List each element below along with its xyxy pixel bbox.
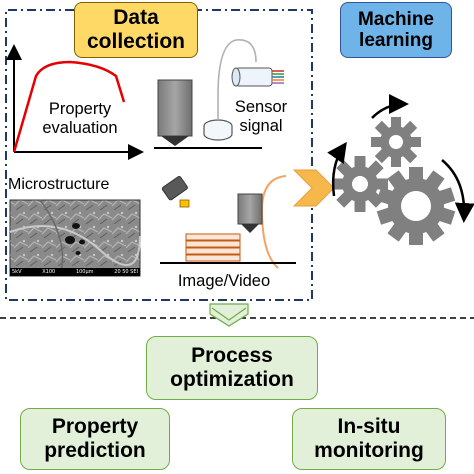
- data-collection-title: Data collection: [74, 2, 198, 58]
- sensor-signal-label: Sensor signal: [234, 98, 288, 135]
- sem-scale: 100μm: [75, 269, 94, 275]
- chevron-arrow-icon: [292, 169, 335, 207]
- machine-learning-title: Machine learning: [340, 2, 452, 58]
- property-prediction-box: Property prediction: [20, 408, 170, 470]
- sem-info: 20 50 SEI: [114, 269, 138, 275]
- sensor-setup: [154, 39, 284, 149]
- microstructure-label: Microstructure: [8, 176, 110, 193]
- property-evaluation-label: Property evaluation: [42, 100, 118, 137]
- property-curve: [12, 60, 126, 153]
- in-situ-monitoring-box: In-situ monitoring: [292, 408, 446, 470]
- property-plot: [6, 44, 144, 160]
- down-chevron-icon: [209, 303, 249, 327]
- printer-setup: [160, 175, 296, 269]
- sem-info-bar: 5kV X100 100μm 20 50 SEI: [12, 268, 138, 276]
- camera-icon: [161, 175, 190, 208]
- process-optimization-box: Process optimization: [146, 336, 318, 400]
- sem-mag: X100: [42, 269, 56, 275]
- data-collection-frame: [5, 9, 313, 301]
- image-video-label: Image/Video: [177, 272, 271, 290]
- sem-kv: 5kV: [12, 269, 22, 275]
- sem-image: [9, 199, 141, 277]
- rotation-arrows: [327, 94, 474, 223]
- sensor-cable-icon: [231, 67, 284, 87]
- gears-icon: [332, 117, 456, 245]
